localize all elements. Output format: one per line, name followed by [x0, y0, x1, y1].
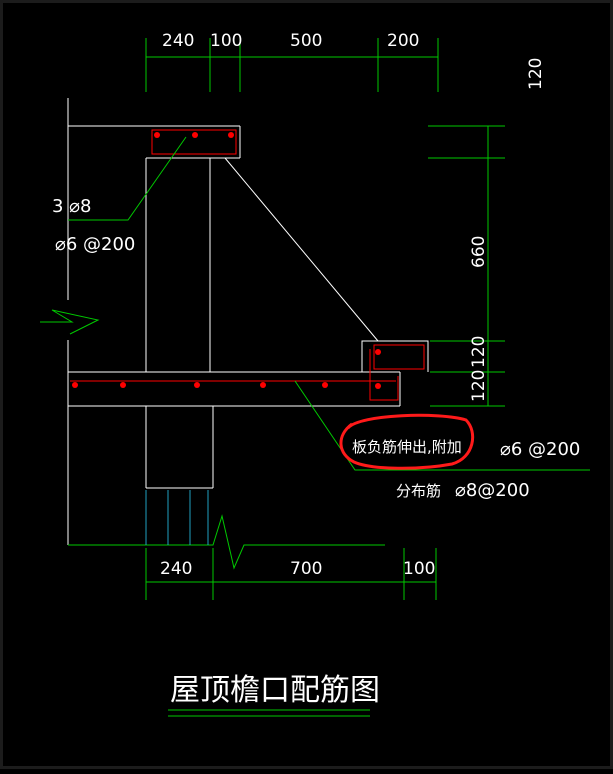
- column-hatch: [145, 490, 209, 545]
- beam-bar-leader: [68, 136, 187, 221]
- beam-bar-dot: [228, 132, 234, 138]
- viewport-border-right: [610, 0, 613, 769]
- break-symbols: [40, 309, 385, 570]
- rebar-points: [72, 132, 381, 389]
- structure-outline: [67, 98, 429, 545]
- distribution-label: 分布筋: [396, 482, 441, 500]
- stirrup-label: ⌀6 @200: [55, 234, 135, 255]
- right-dim-120-mid: 120: [469, 336, 489, 368]
- title-underline: [168, 709, 370, 717]
- column-break-symbol: [68, 514, 385, 570]
- bottom-dimension-labels: 240 700 100: [160, 559, 435, 579]
- gutter-upstand: [361, 340, 429, 372]
- bottom-dim-700: 700: [290, 559, 322, 579]
- gutter-stirrup: [373, 344, 425, 370]
- drawing-title: 屋顶檐口配筋图: [170, 673, 380, 708]
- slab-note-label: 板负筋伸出,附加: [352, 438, 462, 456]
- bottom-dim-100: 100: [403, 559, 435, 579]
- slab-bar-dot: [72, 382, 78, 388]
- bottom-dim-240: 240: [160, 559, 192, 579]
- wall-break-symbol: [40, 309, 100, 335]
- right-dimension-chain: [428, 125, 505, 407]
- slab-bar-dot: [322, 382, 328, 388]
- slab-bar-dot: [194, 382, 200, 388]
- slab-bar-leader: [294, 380, 590, 471]
- beam-bar-dot: [192, 132, 198, 138]
- viewport-border-bottom: [0, 766, 613, 769]
- right-dim-120-top: 120: [526, 58, 546, 90]
- slab-bar-label: ⌀6 @200: [500, 439, 580, 460]
- top-dim-200: 200: [387, 31, 419, 51]
- upstand-stirrup: [369, 349, 399, 401]
- viewport-border-left: [0, 0, 3, 769]
- beam-stirrup: [151, 129, 237, 155]
- beam-bar-dot: [154, 132, 160, 138]
- distribution-bar-label: ⌀8@200: [455, 480, 530, 501]
- leader-lines: [68, 136, 590, 471]
- top-dim-240: 240: [162, 31, 194, 51]
- top-dim-100: 100: [210, 31, 242, 51]
- rebar: [70, 129, 425, 401]
- slab-bar-dot: [260, 382, 266, 388]
- highlight-circle: [339, 413, 475, 470]
- eave-sloped-edge: [224, 157, 379, 342]
- top-dimension-labels: 240 100 500 200: [162, 31, 419, 51]
- beam-bars-label: 3 ⌀8: [52, 196, 91, 217]
- right-dim-660: 660: [469, 236, 489, 268]
- top-dimension-chain: [145, 38, 439, 92]
- viewport-border-top: [0, 0, 613, 3]
- bottom-dimension-chain: [145, 548, 437, 600]
- right-dimension-labels: 120 660 120 120: [469, 58, 546, 402]
- slab-bar-dot: [120, 382, 126, 388]
- annotations: 3 ⌀8 ⌀6 @200 板负筋伸出,附加 ⌀6 @200 分布筋 ⌀8@200: [52, 196, 580, 501]
- top-dim-500: 500: [290, 31, 322, 51]
- gutter-bar-dot: [375, 349, 381, 355]
- right-dim-120-bottom: 120: [469, 370, 489, 402]
- gutter-bar-dot: [375, 383, 381, 389]
